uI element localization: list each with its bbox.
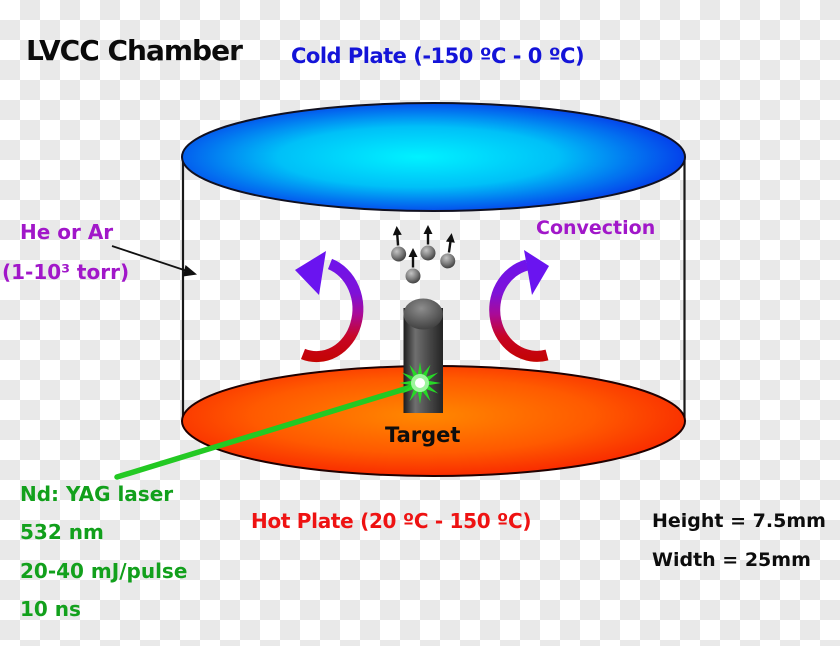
cold-plate-label: Cold Plate (-150 ºC - 0 ºC): [291, 44, 585, 68]
dimension-width-label: Width = 25mm: [652, 549, 811, 571]
target-label: Target: [385, 423, 461, 447]
cold-plate-ellipse: [181, 102, 686, 212]
target-rod: [403, 298, 443, 413]
vapor-particle: [391, 226, 407, 262]
hot-plate-label: Hot Plate (20 ºC - 150 ºC): [251, 509, 532, 533]
laser-beam: [114, 381, 424, 480]
vapor-particle: [420, 225, 436, 261]
laser-label-pulse: 10 ns: [20, 597, 81, 621]
vapor-particle: [405, 248, 421, 284]
convection-label: Convection: [536, 217, 656, 239]
convection-arrow-left-icon: [295, 251, 364, 363]
laser-label-name: Nd: YAG laser: [20, 482, 174, 506]
gas-pointer-arrow-icon: [111, 245, 197, 277]
up-arrow-icon: [447, 240, 452, 253]
up-arrow-icon: [396, 233, 400, 246]
laser-spot-starburst-icon: [399, 362, 441, 404]
laser-label-energy: 20-40 mJ/pulse: [20, 559, 188, 583]
gas-label-line2: (1-10³ torr): [2, 260, 130, 284]
laser-label-wavelength: 532 nm: [20, 520, 104, 544]
convection-arrow-right-icon: [489, 250, 549, 362]
gas-label-line1: He or Ar: [20, 220, 114, 244]
dimension-height-label: Height = 7.5mm: [652, 510, 826, 532]
vapor-particle: [440, 233, 456, 269]
page-title: LVCC Chamber: [26, 34, 243, 67]
